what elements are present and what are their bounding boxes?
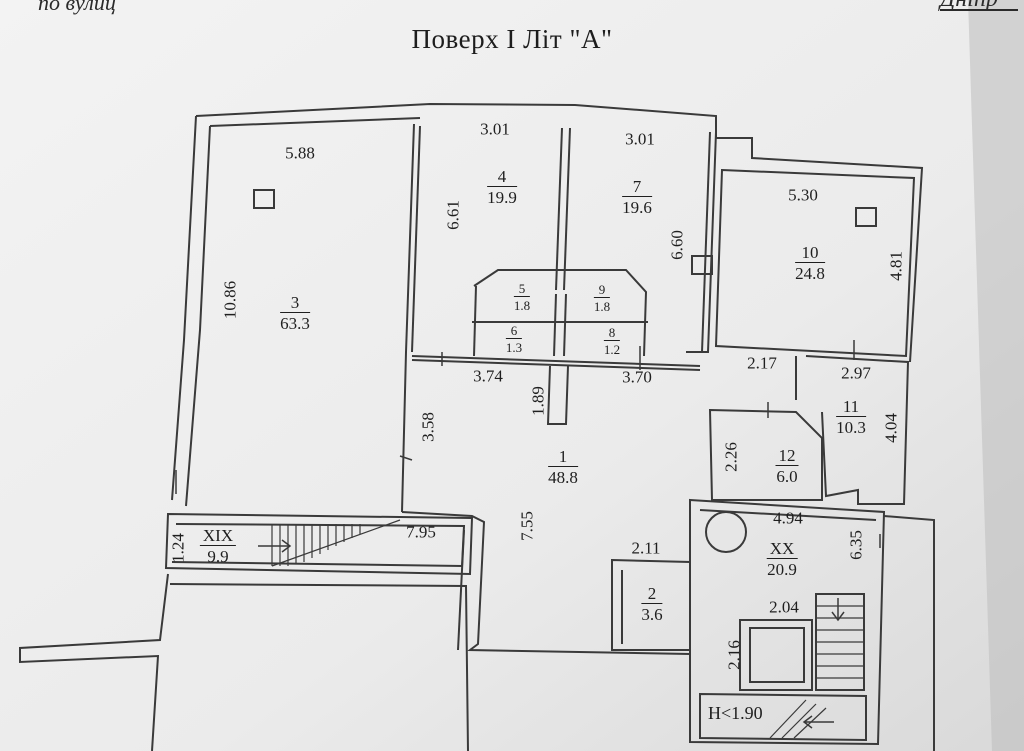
- room-area: 3.6: [641, 605, 663, 624]
- room-area: 1.2: [603, 342, 621, 357]
- dimension-label: 6.60: [667, 230, 687, 260]
- room-XIX-label: XIX 9.9: [199, 527, 237, 566]
- room-area: 63.3: [280, 314, 310, 333]
- room-number: 10: [795, 244, 825, 263]
- room-area: 10.3: [836, 418, 866, 437]
- room-6-label: 6 1.3: [505, 324, 523, 355]
- room-XX-label: XX 20.9: [766, 540, 798, 579]
- dimension-label: 6.61: [443, 200, 463, 230]
- header-city-fragment: Дніпр: [940, 0, 1018, 13]
- dimension-label: 10.86: [220, 280, 240, 320]
- dimension-label: 2.17: [747, 353, 777, 373]
- floor-title: Поверх I Літ "А": [411, 24, 613, 54]
- room-8-label: 8 1.2: [603, 326, 621, 357]
- room-number: XX: [766, 540, 798, 559]
- room-number: 4: [487, 168, 517, 187]
- room-area: 19.9: [487, 188, 517, 207]
- room-number: 7: [622, 178, 652, 197]
- dimension-label: 7.55: [517, 511, 537, 541]
- dimension-label: 3.01: [625, 129, 655, 149]
- room-number: 9: [593, 283, 611, 298]
- dimension-label: 2.16: [724, 640, 744, 670]
- dimension-label: 4.81: [886, 251, 906, 281]
- room-number: 3: [280, 294, 310, 313]
- dimension-label: 4.04: [881, 413, 901, 443]
- room-number: 2: [641, 585, 663, 604]
- height-note: H<1.90: [708, 703, 763, 723]
- room-11-label: 11 10.3: [836, 398, 866, 436]
- dimension-label: 2.97: [841, 363, 871, 383]
- room-area: 24.8: [795, 264, 825, 283]
- room-number: 5: [513, 282, 531, 297]
- room-area: 19.6: [622, 198, 652, 217]
- dimension-label: 1.24: [168, 533, 188, 563]
- room-area: 6.0: [776, 467, 798, 486]
- room-9-label: 9 1.8: [593, 283, 611, 314]
- room-number: XIX: [199, 527, 237, 546]
- dimension-label: 2.11: [631, 538, 661, 558]
- room-7-label: 7 19.6: [622, 178, 652, 216]
- room-area: 1.8: [593, 299, 611, 314]
- room-area: 1.3: [505, 340, 523, 355]
- room-number: 12: [775, 447, 799, 466]
- room-number: 6: [505, 324, 523, 339]
- dimension-label: 6.35: [846, 530, 866, 560]
- dimension-label: 5.88: [285, 143, 315, 163]
- dimension-label: 1.89: [528, 386, 548, 416]
- room-2-label: 2 3.6: [641, 585, 663, 624]
- dimension-label: 2.26: [721, 442, 741, 472]
- room-number: 8: [603, 326, 621, 341]
- header-street-fragment: по вулиц: [38, 0, 116, 15]
- room-5-label: 5 1.8: [513, 282, 531, 313]
- room-1-label: 1 48.8: [548, 448, 578, 486]
- room-area: 9.9: [207, 547, 229, 566]
- dimension-label: 3.58: [418, 412, 438, 442]
- room-number: 11: [836, 398, 866, 417]
- dimension-label: 2.04: [769, 597, 799, 617]
- room-10-label: 10 24.8: [795, 244, 825, 282]
- room-12-label: 12 6.0: [775, 447, 799, 486]
- dimension-label: 5.30: [788, 185, 818, 205]
- room-area: 1.8: [513, 298, 531, 313]
- room-area: 20.9: [767, 560, 797, 579]
- dimension-label: 3.74: [473, 366, 503, 386]
- room-4-label: 4 19.9: [487, 168, 517, 206]
- dimension-label: 4.94: [773, 508, 803, 528]
- dimension-label: 3.70: [622, 367, 652, 387]
- room-number: 1: [548, 448, 578, 467]
- room-area: 48.8: [548, 468, 578, 487]
- dimension-label: 3.01: [480, 119, 510, 139]
- dimension-label: 7.95: [406, 522, 436, 542]
- room-3-label: 3 63.3: [280, 294, 310, 332]
